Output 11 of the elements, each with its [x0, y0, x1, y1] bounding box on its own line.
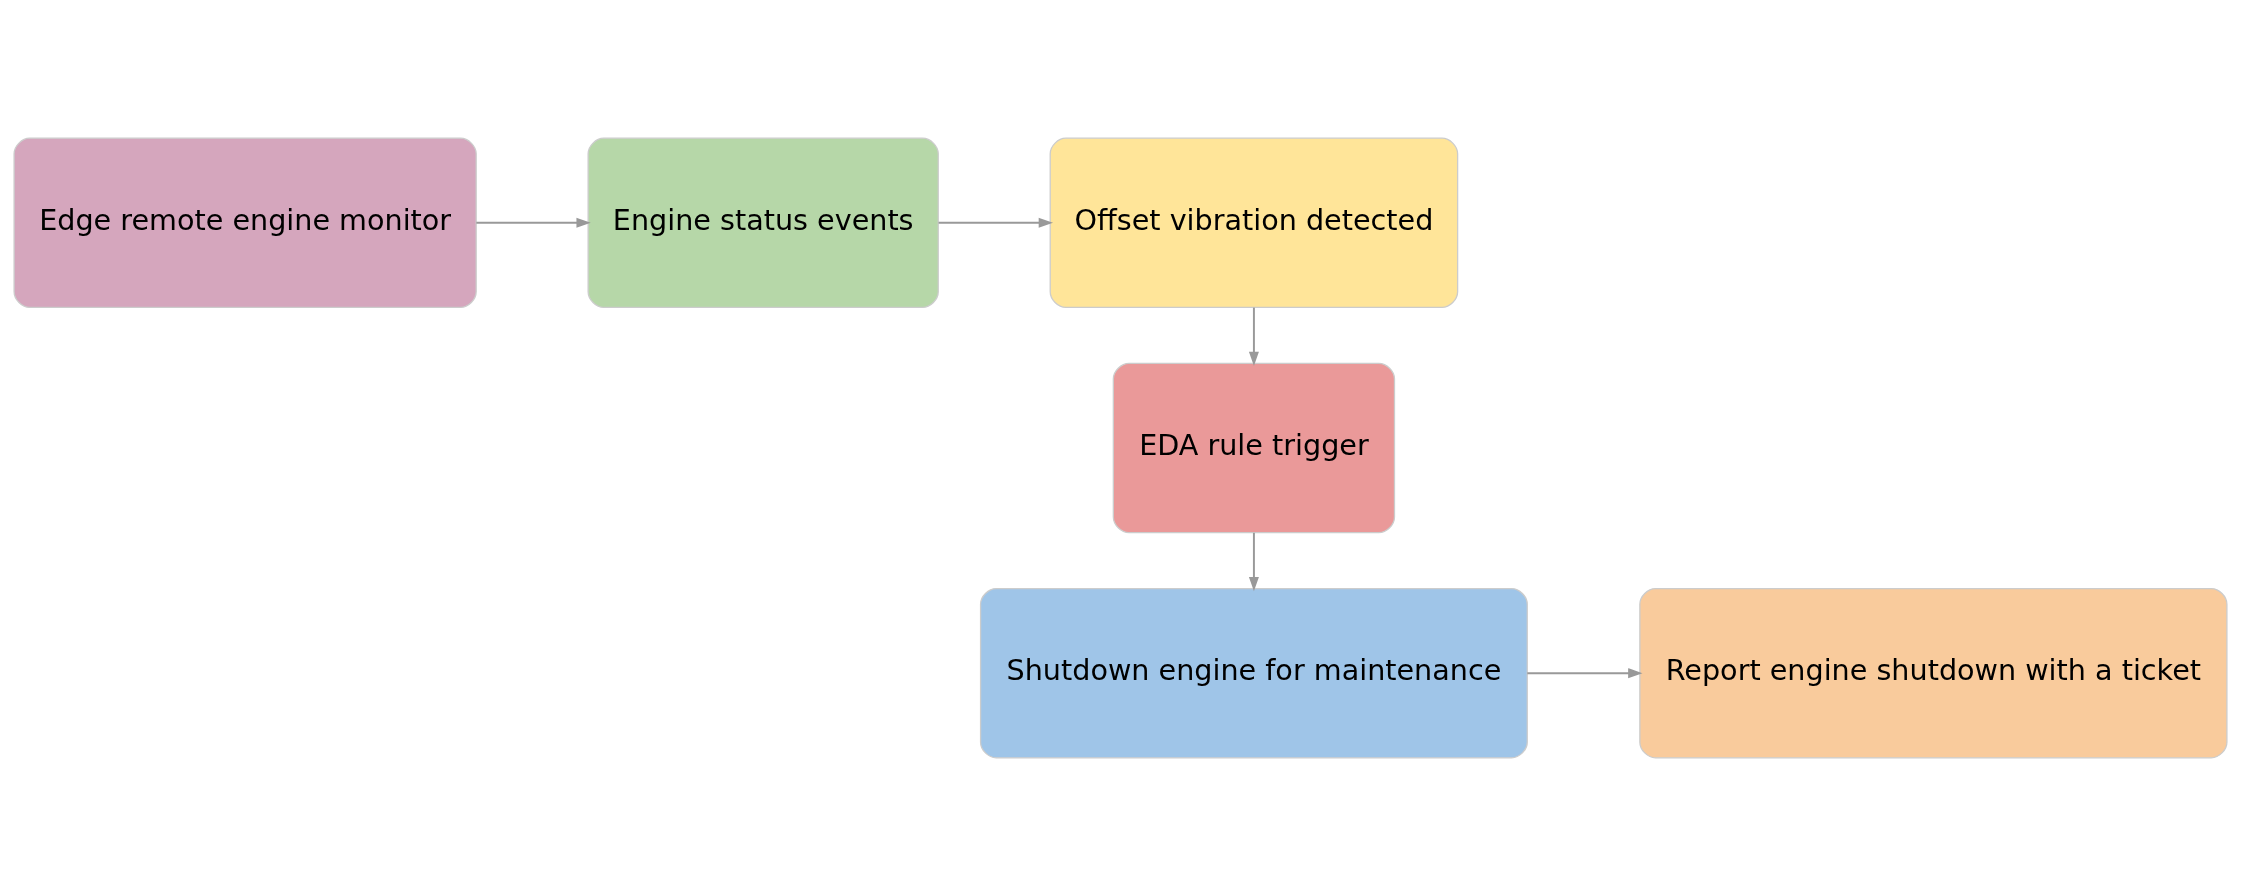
- arrow: [1526, 667, 1643, 678]
- arrow: [475, 217, 591, 228]
- node-box: EDA rule trigger: [1112, 362, 1396, 533]
- node-box: Edge remote engine monitor: [13, 137, 477, 308]
- node-box: Report engine shutdown with a ticket: [1639, 587, 2228, 758]
- arrow: [937, 217, 1054, 228]
- node-box: Shutdown engine for maintenance: [979, 587, 1528, 758]
- arrow: [1248, 306, 1259, 366]
- node-box: Offset vibration detected: [1049, 137, 1459, 308]
- arrow: [1248, 531, 1259, 591]
- node-box: Engine status events: [587, 137, 939, 308]
